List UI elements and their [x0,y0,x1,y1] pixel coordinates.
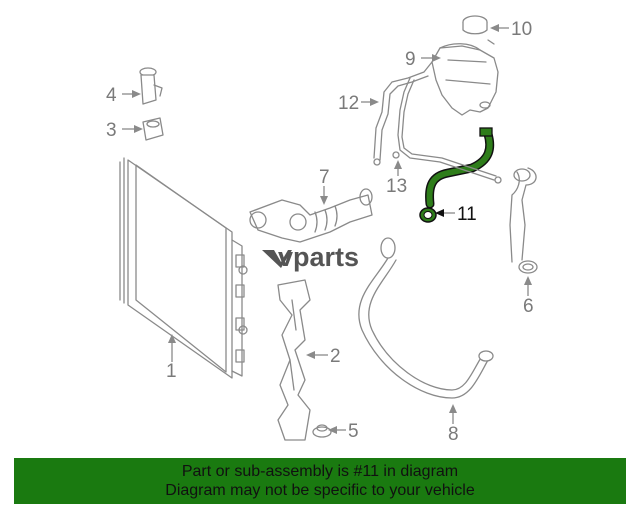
callout-12[interactable]: 12 [338,93,359,114]
watermark-text: vparts [278,242,359,272]
part-vent-line-13[interactable] [392,77,502,184]
part-radiator[interactable] [119,157,248,379]
part-mount-3[interactable] [142,117,164,141]
callout-7[interactable]: 7 [319,167,330,188]
logo-mark-icon [262,250,292,268]
callout-10[interactable]: 10 [511,19,532,40]
callout-1[interactable]: 1 [166,361,177,382]
part-hose-11-highlighted[interactable] [419,127,495,223]
part-bracket-4[interactable] [139,67,163,105]
info-banner: Part or sub-assembly is #11 in diagram D… [14,458,626,504]
callout-4[interactable]: 4 [106,85,117,106]
part-cap[interactable] [462,15,488,35]
part-hose-8[interactable] [358,237,494,399]
part-plug-5[interactable] [312,424,332,438]
banner-line-1: Part or sub-assembly is #11 in diagram [181,463,459,480]
part-vent-line-12[interactable] [373,61,433,166]
part-air-guide[interactable] [277,279,311,441]
part-expansion-tank[interactable] [431,39,499,116]
callout-8[interactable]: 8 [448,424,459,445]
callout-13[interactable]: 13 [386,176,407,197]
callout-11[interactable]: 11 [457,204,477,225]
part-hose-7[interactable] [249,188,373,243]
callout-5[interactable]: 5 [348,421,359,442]
callout-9[interactable]: 9 [405,49,416,70]
callout-2[interactable]: 2 [330,346,341,367]
part-hose-6[interactable] [509,167,538,274]
callout-6[interactable]: 6 [523,296,534,317]
banner-line-2: Diagram may not be specific to your vehi… [165,482,475,499]
callout-3[interactable]: 3 [106,120,117,141]
parts-diagram: 1 2 3 4 5 6 [106,15,538,445]
watermark-logo: vparts [262,242,359,272]
